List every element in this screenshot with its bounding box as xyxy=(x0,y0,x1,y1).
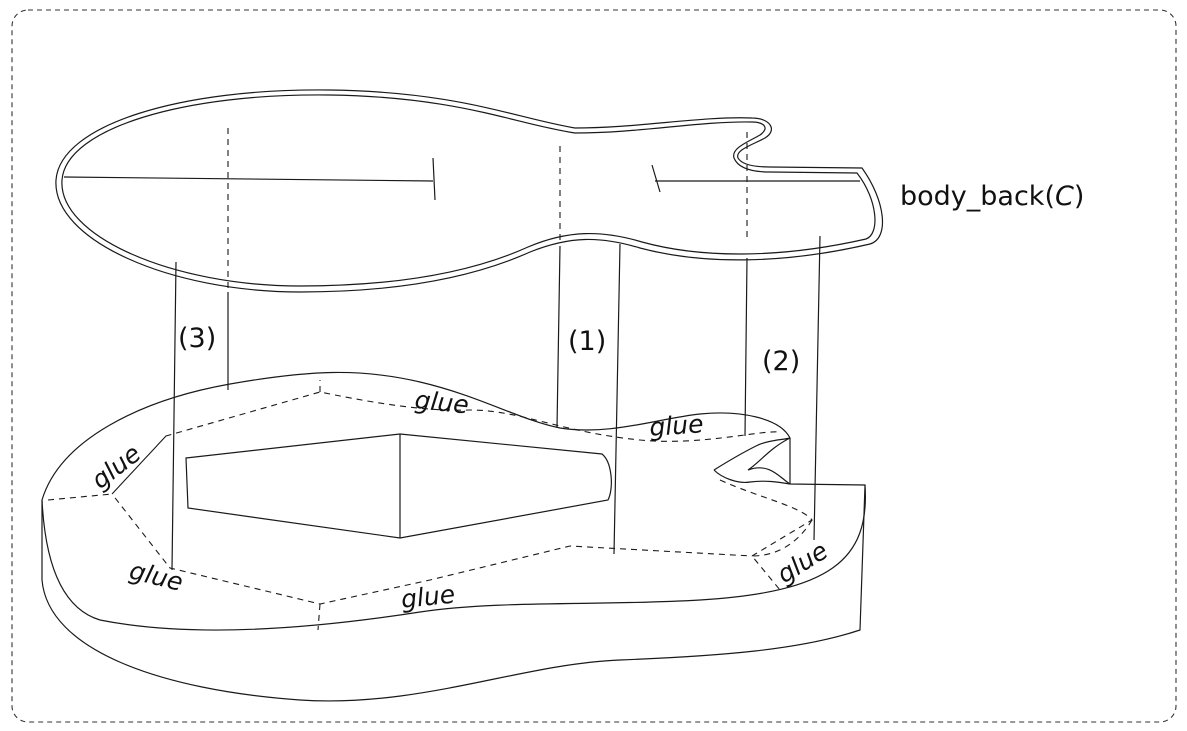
part-label: body_back(C) xyxy=(900,181,1084,212)
dowel-line-1a xyxy=(557,246,560,428)
guide-tick-right xyxy=(652,165,660,192)
body-solid xyxy=(42,372,865,701)
glue-label-lower-left: glue xyxy=(127,556,186,597)
guide-line-left xyxy=(64,177,433,181)
guide-tick-left xyxy=(433,158,435,200)
dowel-line-3b xyxy=(172,262,176,570)
step-label-1: (1) xyxy=(568,326,606,357)
dowel-line-1b xyxy=(614,244,620,554)
dowel-line-2b xyxy=(814,236,820,540)
glue-label-left: glue xyxy=(86,439,146,495)
glue-label-right: glue xyxy=(772,536,833,589)
body-cavity xyxy=(186,434,611,538)
body-back-outline-inner xyxy=(62,95,875,286)
body-back-outline-outer xyxy=(56,90,883,292)
glue-label-bottom: glue xyxy=(400,579,457,613)
step-label-3: (3) xyxy=(178,323,216,354)
dowel-line-2a xyxy=(745,258,747,436)
diagram-frame xyxy=(12,10,1176,722)
step-label-2: (2) xyxy=(762,346,800,377)
body-back-panel xyxy=(56,90,883,292)
glue-label-top: glue xyxy=(413,385,470,419)
glue-label-neck: glue xyxy=(648,409,704,442)
